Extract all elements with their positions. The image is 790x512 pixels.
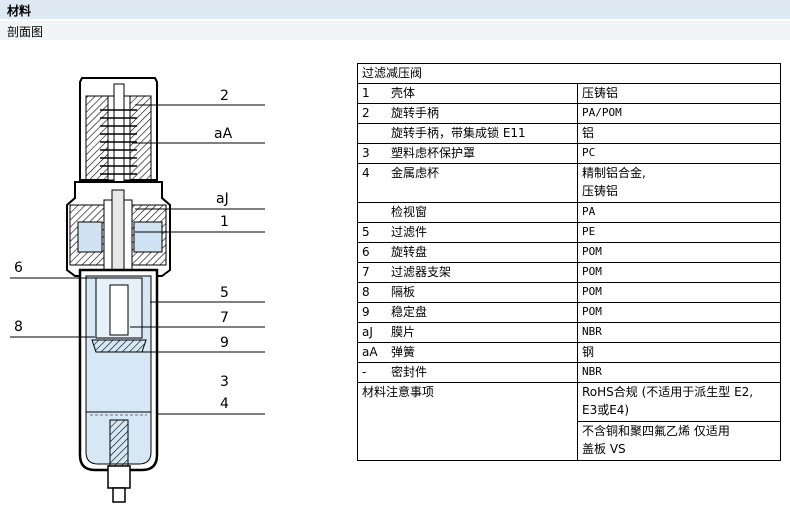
callout-label: 9 [220, 335, 229, 351]
note-line: 盖板 VS [582, 442, 626, 456]
callout-label: 2 [220, 88, 229, 104]
row-material: POM [577, 242, 781, 263]
section-title: 材料 [7, 4, 32, 18]
note-line: E3或E4) [582, 403, 630, 417]
subsection-title: 剖面图 [7, 25, 44, 39]
callout-label: 5 [220, 285, 229, 301]
row-number: 6 [357, 242, 387, 263]
row-part: 过滤器支架 [387, 262, 578, 283]
row-part: 旋转手柄，带集成锁 E11 [387, 123, 578, 144]
row-number [357, 123, 387, 144]
row-part: 塑料虑杯保护罩 [387, 143, 578, 164]
row-material: 压铸铝 [577, 83, 781, 104]
table-title: 过滤减压阀 [357, 63, 781, 84]
row-number: 4 [357, 163, 387, 203]
subsection-header: 剖面图 [0, 21, 790, 40]
row-material: POM [577, 282, 781, 303]
row-number: 9 [357, 302, 387, 323]
table-row-notes: 不含铜和聚四氟乙烯 仅适用盖板 VS [358, 421, 781, 461]
callout-label: 1 [220, 214, 229, 230]
note-line: RoHS合规 (不适用于派生型 E2, [582, 385, 754, 399]
row-part: 检视窗 [387, 202, 578, 223]
row-material: 钢 [577, 342, 781, 363]
row-number: 2 [357, 103, 387, 124]
row-number: 7 [357, 262, 387, 283]
row-material: PE [577, 222, 781, 243]
callout-label: aA [214, 126, 233, 142]
callout-label: aJ [216, 191, 229, 207]
notes-label: 材料注意事项 [357, 382, 578, 461]
row-number: 5 [357, 222, 387, 243]
row-part: 稳定盘 [387, 302, 578, 323]
row-number: - [357, 362, 387, 383]
row-number: aA [357, 342, 387, 363]
row-material: NBR [577, 322, 781, 343]
row-part: 隔板 [387, 282, 578, 303]
table-row-notes: 材料注意事项 RoHS合规 (不适用于派生型 E2, E3或E4) [357, 382, 781, 461]
note-cell: RoHS合规 (不适用于派生型 E2, E3或E4) [577, 382, 781, 422]
row-material: 精制铝合金, 压铸铝 [577, 163, 781, 203]
callout-label: 6 [14, 260, 23, 276]
row-material-line: 精制铝合金, [582, 166, 646, 180]
row-part: 膜片 [387, 322, 578, 343]
row-part: 过滤件 [387, 222, 578, 243]
section-header: 材料 [0, 0, 790, 19]
row-material: PA/POM [577, 103, 781, 124]
callout-label: 3 [220, 374, 229, 390]
note-line: 不含铜和聚四氟乙烯 仅适用 [582, 424, 730, 438]
row-part: 旋转手柄 [387, 103, 578, 124]
callout-label: 4 [220, 396, 229, 412]
row-number [357, 202, 387, 223]
row-number: 3 [357, 143, 387, 164]
row-material: PC [577, 143, 781, 164]
row-part: 旋转盘 [387, 242, 578, 263]
row-material-line: 压铸铝 [582, 184, 619, 198]
row-material: POM [577, 302, 781, 323]
row-number: 8 [357, 282, 387, 303]
row-number: 1 [357, 83, 387, 104]
row-material: NBR [577, 362, 781, 383]
row-material: POM [577, 262, 781, 283]
callout-label: 8 [14, 319, 23, 335]
row-part: 密封件 [387, 362, 578, 383]
row-material: 铝 [577, 123, 781, 144]
callout-label: 7 [220, 310, 229, 326]
row-part: 弹簧 [387, 342, 578, 363]
row-part: 壳体 [387, 83, 578, 104]
row-part: 金属虑杯 [387, 163, 578, 203]
row-material: PA [577, 202, 781, 223]
note-cell: 不含铜和聚四氟乙烯 仅适用盖板 VS [577, 421, 781, 461]
row-number: aJ [357, 322, 387, 343]
table-title-row: 过滤减压阀 [357, 63, 781, 84]
